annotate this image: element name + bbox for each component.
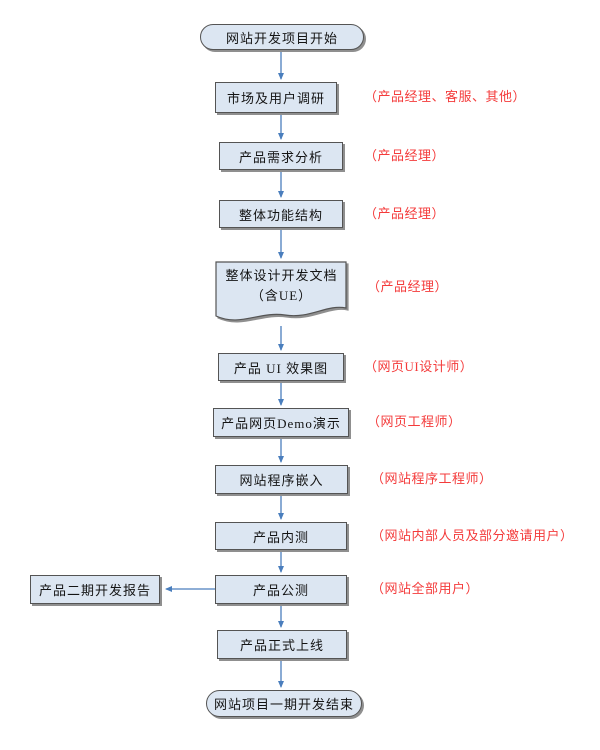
role-annotation: （网页UI设计师）: [364, 359, 474, 374]
node-label: 产品二期开发报告: [38, 583, 151, 598]
flow-node-market-research: 市场及用户调研: [215, 82, 337, 113]
flow-node-alpha-test: 产品内测: [215, 522, 347, 550]
flow-node-design-doc: 整体设计开发文档 （含UE）: [215, 261, 348, 325]
node-label: 产品网页Demo演示: [221, 416, 341, 431]
flow-node-launch: 产品正式上线: [217, 630, 347, 659]
document-shape: [215, 261, 347, 321]
role-annotation: （网站全部用户）: [371, 581, 480, 596]
flow-node-requirement-analysis: 产品需求分析: [219, 142, 343, 170]
flow-node-function-structure: 整体功能结构: [219, 200, 343, 228]
flow-node-program-embed: 网站程序嵌入: [215, 465, 348, 494]
node-label: 产品需求分析: [238, 149, 323, 165]
flow-node-beta-test: 产品公测: [215, 575, 347, 604]
role-annotation: （产品经理）: [364, 206, 446, 221]
node-label: 市场及用户调研: [226, 91, 325, 106]
node-label: 网站开发项目开始: [225, 30, 338, 46]
node-label: 产品公测: [252, 583, 309, 598]
flow-node-end: 网站项目一期开发结束: [206, 690, 362, 717]
role-annotation: （产品经理）: [367, 279, 449, 294]
node-label: 整体功能结构: [238, 207, 323, 223]
node-label: 产品 UI 效果图: [233, 360, 329, 376]
flow-node-ui-mockup: 产品 UI 效果图: [218, 353, 344, 381]
flow-node-start: 网站开发项目开始: [200, 24, 364, 50]
node-label: 产品内测: [252, 529, 309, 545]
node-label: 网站项目一期开发结束: [213, 697, 354, 712]
flow-node-phase2-report: 产品二期开发报告: [30, 575, 160, 604]
role-annotation: （网站程序工程师）: [371, 471, 493, 486]
role-annotation: （产品经理、客服、其他）: [364, 89, 527, 104]
node-label: 网站程序嵌入: [239, 473, 324, 488]
node-label: 整体设计开发文档 （含UE）: [225, 268, 338, 303]
role-annotation: （网页工程师）: [367, 414, 462, 429]
role-annotation: （产品经理）: [364, 148, 446, 163]
node-label: 产品正式上线: [239, 638, 324, 653]
flow-node-demo: 产品网页Demo演示: [213, 408, 349, 437]
role-annotation: （网站内部人员及部分邀请用户）: [371, 528, 574, 543]
